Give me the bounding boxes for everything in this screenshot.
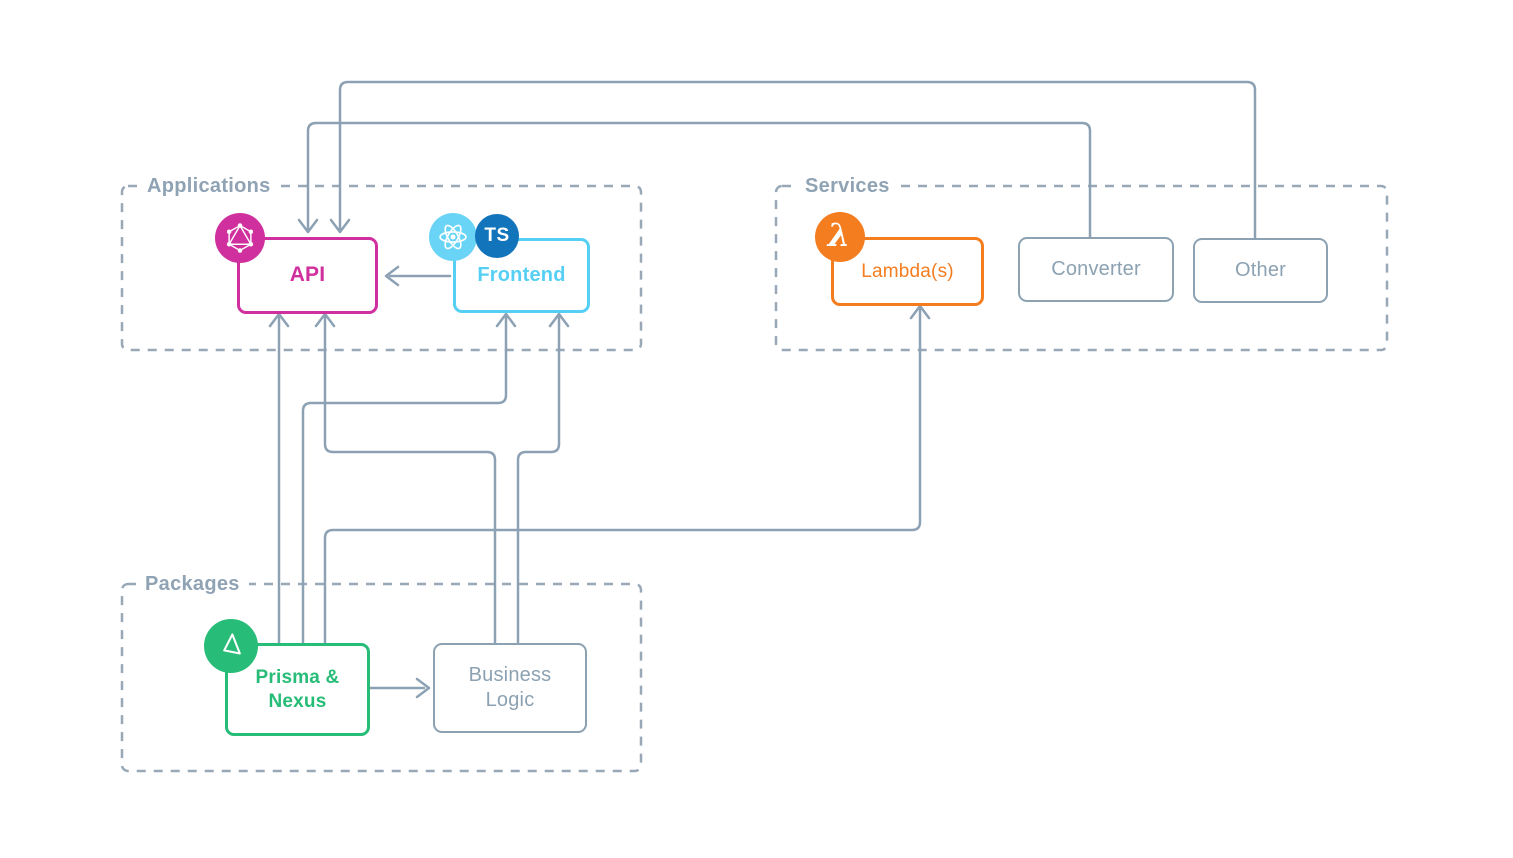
- group-box-packages: [120, 582, 643, 773]
- react-icon: [429, 213, 477, 261]
- node-other-label: Other: [1234, 259, 1287, 281]
- graphql-icon: [215, 213, 265, 263]
- group-label-packages: Packages: [136, 572, 249, 597]
- node-converter: Converter: [1018, 237, 1174, 302]
- arrowhead-down-icon: [329, 218, 351, 234]
- node-other: Other: [1193, 238, 1328, 303]
- edge-business-logic-to-api: [314, 312, 497, 645]
- group-label-services: Services: [796, 174, 899, 199]
- node-frontend: Frontend: [453, 238, 590, 313]
- edge-prisma-to-frontend: [301, 312, 517, 645]
- edge-prisma-to-lambda: [323, 304, 931, 645]
- typescript-icon: TS: [475, 214, 519, 258]
- aws-lambda-icon: λ: [815, 212, 865, 262]
- edge-converter-to-api: [297, 121, 1092, 239]
- arrowhead-right-icon: [415, 677, 431, 699]
- edge-prisma-to-business-logic: [366, 677, 431, 699]
- arrowhead-up-icon: [548, 312, 570, 328]
- group-label-applications: Applications: [138, 174, 280, 199]
- arrowhead-up-icon: [909, 304, 931, 320]
- node-frontend-label: Frontend: [477, 264, 566, 286]
- node-api-label: API: [289, 263, 326, 287]
- edge-prisma-to-api: [268, 312, 290, 645]
- edge-business-logic-to-frontend: [516, 312, 570, 645]
- edge-frontend-to-api: [384, 265, 452, 287]
- node-lambda-label: Lambda(s): [861, 260, 954, 282]
- prisma-icon: [204, 619, 258, 673]
- node-converter-label: Converter: [1051, 258, 1141, 280]
- node-business-logic: Business Logic: [433, 643, 587, 733]
- arrowhead-up-icon: [495, 312, 517, 328]
- arrowhead-down-icon: [297, 218, 319, 234]
- group-box-services: [774, 184, 1389, 352]
- edge-other-to-api: [329, 80, 1257, 240]
- arrowhead-up-icon: [314, 312, 336, 328]
- arrowhead-left-icon: [384, 265, 400, 287]
- arrowhead-up-icon: [268, 312, 290, 328]
- node-business-logic-label: Business Logic: [468, 664, 552, 711]
- node-prisma-nexus-label: Prisma & Nexus: [255, 666, 340, 712]
